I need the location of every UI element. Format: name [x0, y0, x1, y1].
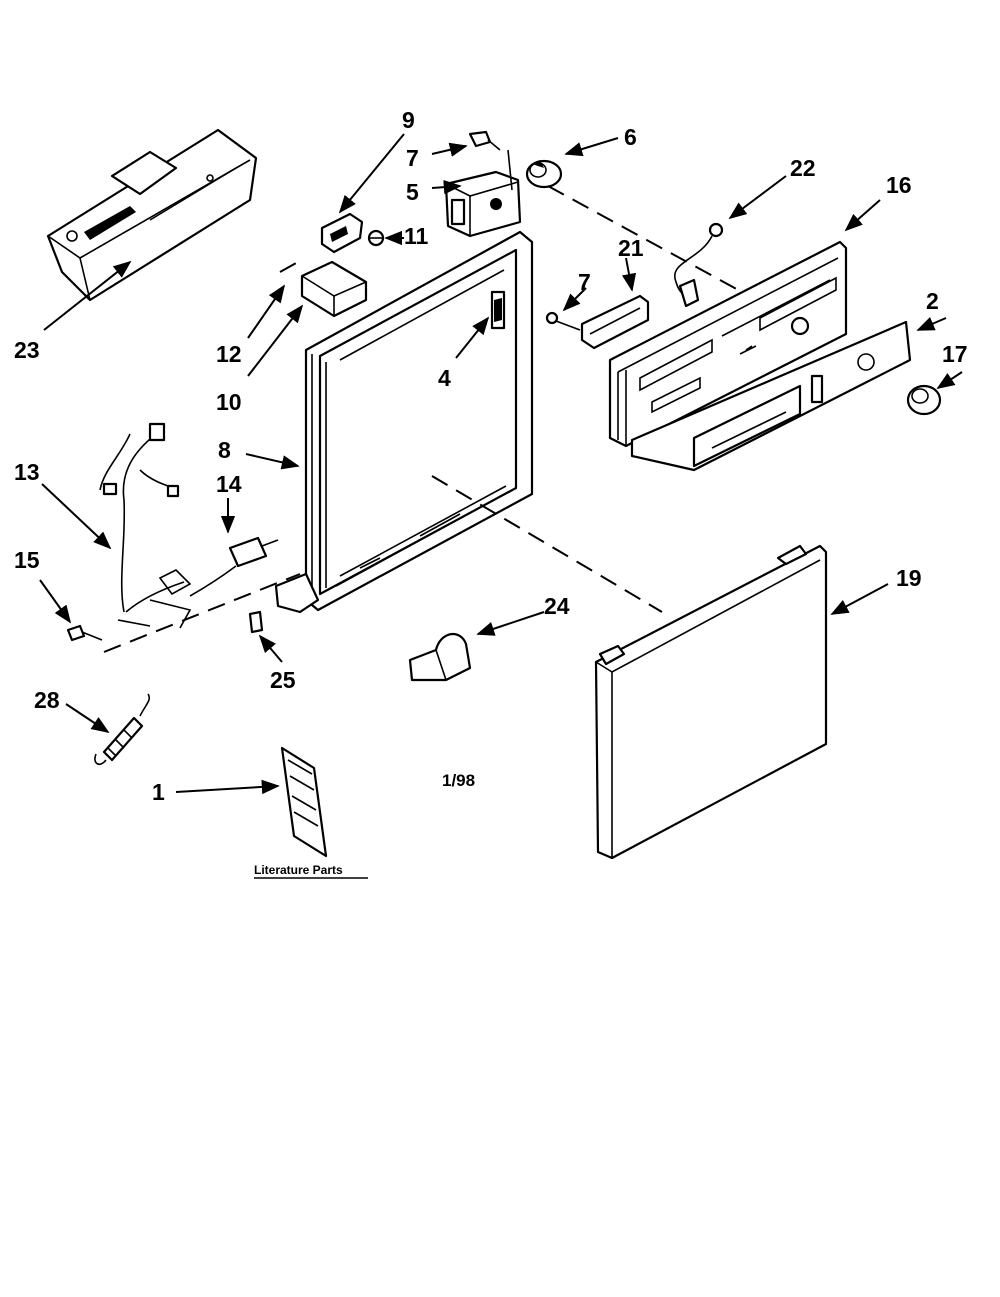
part-23-housing [46, 128, 258, 302]
part-5-switch [444, 149, 522, 238]
part-21-switch-block [545, 294, 650, 350]
callout-5: 5 [406, 179, 419, 205]
part-1-literature [280, 746, 328, 858]
part-9-latch [320, 212, 364, 254]
part-8-door-frame [274, 230, 534, 614]
callout-19: 19 [896, 565, 922, 591]
part-4-latch-insert [490, 290, 506, 330]
callout-9: 9 [402, 107, 415, 133]
callout-8: 8 [218, 437, 231, 463]
callout-13: 13 [14, 459, 40, 485]
part-2-panel-overlay [630, 320, 912, 472]
callout-4: 4 [438, 365, 451, 391]
callout-16: 16 [886, 172, 912, 198]
callout-6: 6 [624, 124, 637, 150]
part-22-wire-harness [673, 222, 724, 308]
part-25-clip [248, 610, 264, 634]
part-10-strike [300, 260, 368, 318]
assembly-lines [103, 185, 743, 653]
part-19-door-panel [594, 544, 828, 860]
callout-labels: 23 9 7 6 5 22 16 11 21 7 2 17 12 10 4 8 … [14, 107, 968, 879]
callout-17: 17 [942, 341, 968, 367]
callout-15: 15 [14, 547, 40, 573]
part-11-screw [367, 229, 385, 247]
callout-24: 24 [544, 593, 570, 619]
literature-parts-caption: Literature Parts [254, 863, 343, 877]
callout-12: 12 [216, 341, 242, 367]
leader-lines [39, 133, 963, 795]
part-17-knob [906, 384, 942, 416]
part-15-screw [66, 624, 103, 642]
callout-28: 28 [34, 687, 60, 713]
callout-11: 11 [404, 223, 429, 249]
part-16-control-panel [608, 240, 848, 448]
callout-7-top: 7 [406, 145, 419, 171]
callout-22: 22 [790, 155, 816, 181]
callout-25: 25 [270, 667, 296, 693]
callout-21: 21 [618, 235, 644, 261]
part-14-connector [189, 536, 279, 597]
callout-7-right: 7 [578, 269, 591, 295]
callout-2: 2 [926, 288, 939, 314]
callout-23: 23 [14, 337, 40, 363]
callout-10: 10 [216, 389, 242, 415]
date-code: 1/98 [442, 771, 475, 790]
part-6-knob [525, 159, 563, 189]
callout-14: 14 [216, 471, 242, 497]
part-13-wiring-harness [99, 422, 192, 629]
callout-1: 1 [152, 779, 165, 805]
part-28-spring [94, 693, 151, 766]
part-24-hinge-clip [408, 633, 472, 682]
part-7-screw-top [468, 130, 501, 151]
